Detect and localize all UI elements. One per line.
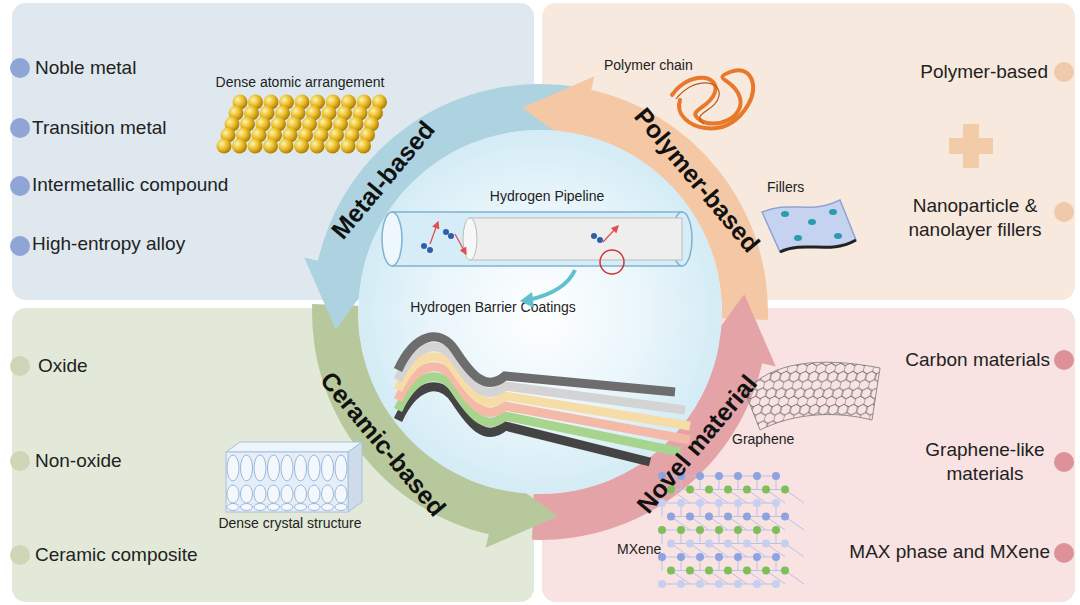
center-label: Hydrogen Pipeline bbox=[427, 188, 667, 206]
item-label: Dense crystal structure bbox=[180, 515, 400, 533]
item-label: Oxide bbox=[38, 354, 88, 378]
item-label: Nanoparticle & nanolayer fillers bbox=[880, 194, 1070, 242]
item-label: Intermetallic compound bbox=[32, 173, 228, 197]
item-label: Polymer chain bbox=[604, 57, 693, 75]
item-label: Transition metal bbox=[32, 116, 166, 140]
item-label: Non-oxide bbox=[35, 449, 122, 473]
item-label: MXene bbox=[617, 541, 661, 559]
item-label: Polymer-based bbox=[920, 60, 1048, 84]
item-label: Dense atomic arrangement bbox=[190, 74, 410, 92]
item-label: MAX phase and MXene bbox=[849, 540, 1050, 564]
item-label: High-entropy alloy bbox=[32, 232, 185, 256]
item-label: Carbon materials bbox=[905, 348, 1050, 372]
center-circle: Hydrogen PipelineHydrogen Barrier Coatin… bbox=[358, 130, 722, 494]
item-label: Noble metal bbox=[35, 56, 136, 80]
item-label: Graphene-like materials bbox=[900, 438, 1070, 486]
center-label: Hydrogen Barrier Coatings bbox=[373, 299, 613, 317]
item-label: Fillers bbox=[767, 179, 804, 197]
item-label: Graphene bbox=[732, 431, 794, 449]
item-label: Ceramic composite bbox=[35, 543, 198, 567]
